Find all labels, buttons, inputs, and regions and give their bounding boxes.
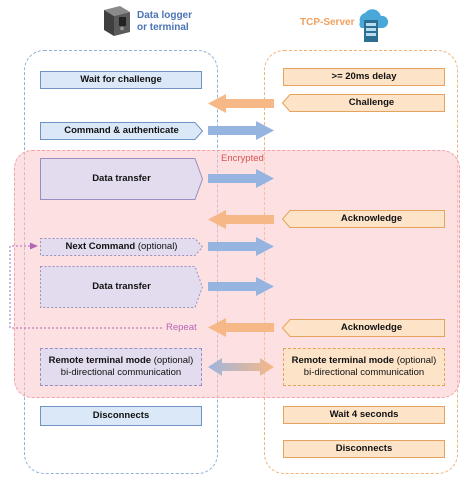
server-cloud-icon [352,4,389,44]
challenge-label: Challenge [348,97,395,108]
command-arrow [208,121,274,140]
acknowledge-label-2: Acknowledge [340,322,403,333]
repeat-loop-line [9,245,162,329]
acknowledge-box-2: Acknowledge [282,319,445,337]
acknowledge-box-1: Acknowledge [282,210,445,228]
data-transfer-arrow-1 [208,169,274,188]
bidirectional-arrow [208,358,274,376]
server-remote-mode-title-row: Remote terminal mode (optional) [292,355,437,367]
acknowledge-label-1: Acknowledge [340,213,403,224]
repeat-label: Repeat [166,322,197,333]
acknowledge-arrow-1 [208,210,274,229]
delay-box: >= 20ms delay [283,68,445,86]
repeat-loop-arrowhead [30,242,38,250]
encrypted-label: Encrypted [221,153,264,164]
server-remote-mode-optional: (optional) [396,355,437,366]
data-logger-device-icon [100,4,134,40]
client-header-line1: Data logger [137,10,193,21]
challenge-box: Challenge [282,94,445,112]
client-remote-mode-optional: (optional) [153,355,194,366]
challenge-arrow [208,94,274,113]
data-transfer-label-2: Data transfer [92,281,151,292]
next-command-label: Next Command (optional) [40,238,203,256]
data-transfer-arrow-2 [208,277,274,296]
command-authenticate-label: Command & authenticate [64,125,179,136]
next-command-title: Next Command [65,241,136,252]
data-transfer-box-1: Data transfer [40,158,203,200]
next-command-arrow [208,237,274,256]
server-header: TCP-Server [300,17,355,28]
server-disconnects-box: Disconnects [283,440,445,458]
next-command-optional: (optional) [137,241,178,252]
client-remote-mode-title-row: Remote terminal mode (optional) [49,355,194,367]
server-remote-mode-box: Remote terminal mode (optional) bi-direc… [283,348,445,386]
client-header: Data logger or terminal [137,10,192,34]
client-disconnects-box: Disconnects [40,406,202,426]
wait-4-seconds-box: Wait 4 seconds [283,406,445,424]
client-header-line2: or terminal [137,22,189,33]
wait-for-challenge-box: Wait for challenge [40,71,202,89]
acknowledge-arrow-2 [208,318,274,337]
command-authenticate-box: Command & authenticate [40,122,203,140]
data-transfer-label-1: Data transfer [92,173,151,184]
server-remote-mode-subtitle: bi-directional communication [303,367,425,378]
server-remote-mode-title: Remote terminal mode [291,355,395,366]
data-transfer-box-2: Data transfer [40,266,203,308]
client-remote-mode-title: Remote terminal mode [48,355,152,366]
client-remote-mode-subtitle: bi-directional communication [60,367,182,378]
next-command-box: Next Command (optional) [40,238,203,256]
client-remote-mode-box: Remote terminal mode (optional) bi-direc… [40,348,202,386]
